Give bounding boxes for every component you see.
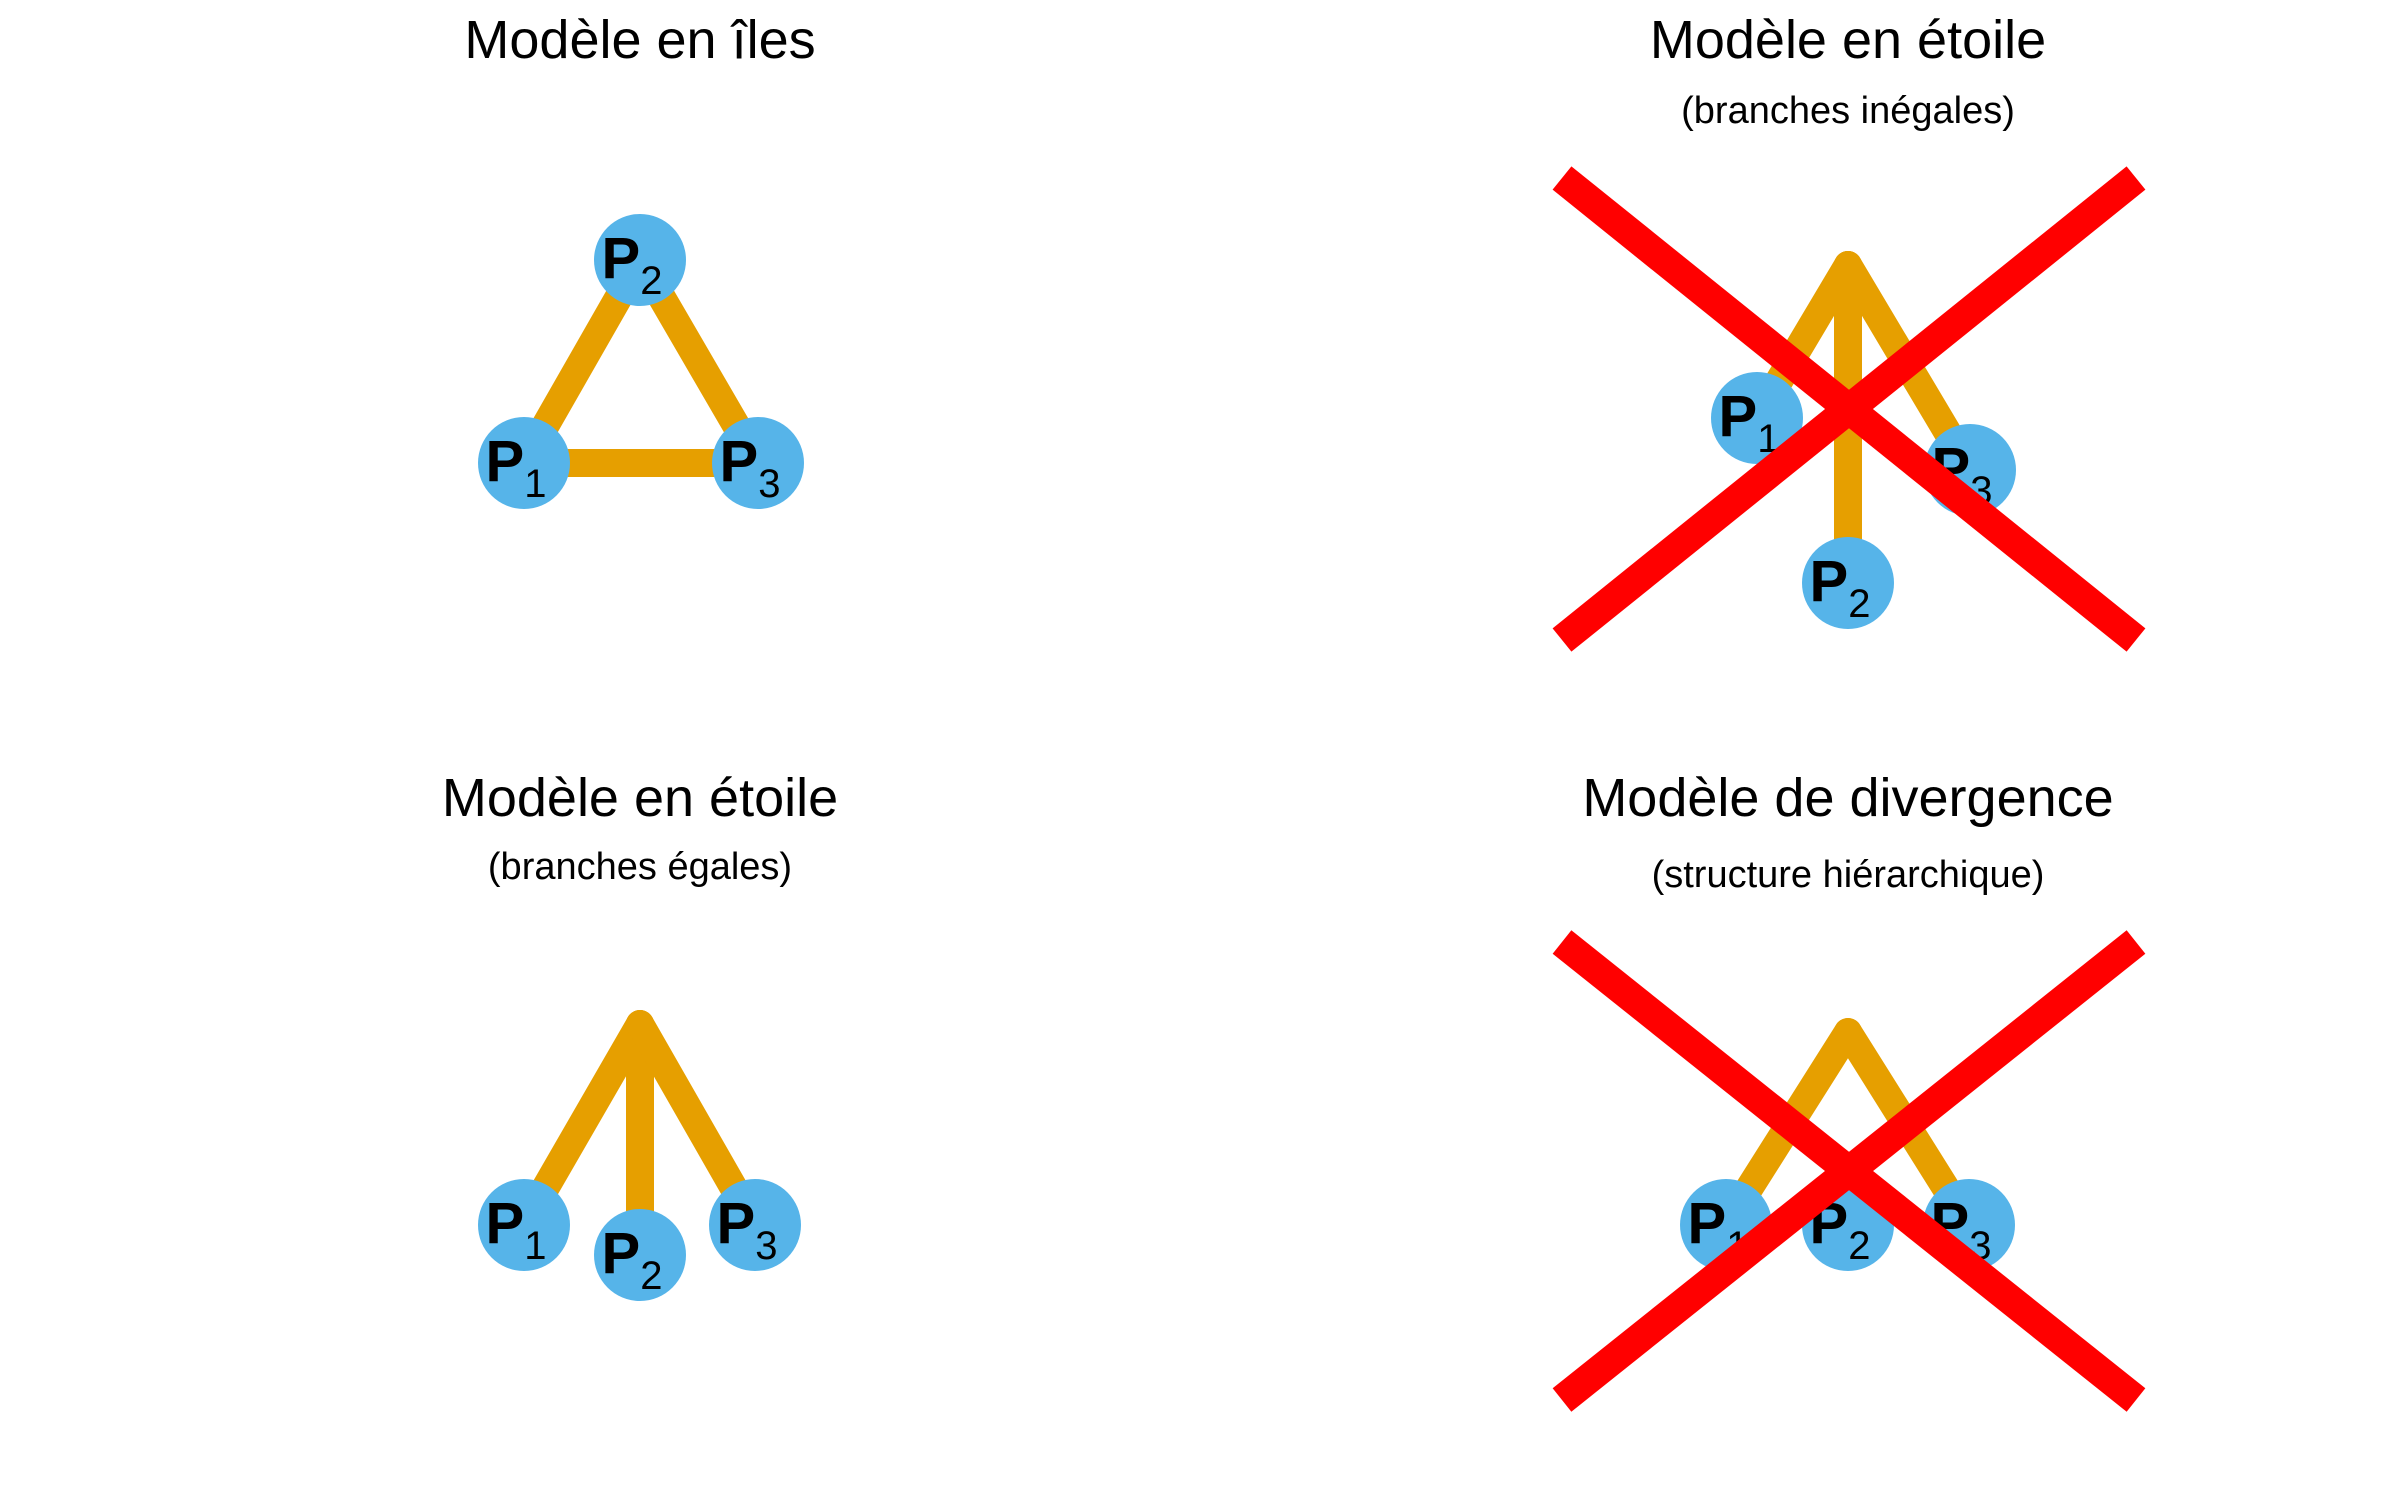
- node-circle: [1802, 537, 1894, 629]
- node-circle: [478, 417, 570, 509]
- node-label-main: P: [1719, 384, 1758, 449]
- panel-title: Modèle en îles: [464, 10, 815, 70]
- node-label-main: P: [602, 226, 641, 291]
- node-circle: [478, 1179, 570, 1271]
- node-label-main: P: [720, 429, 759, 494]
- population-node: P1: [478, 417, 570, 509]
- node-label-main: P: [717, 1191, 756, 1256]
- panel-subtitle: (branches égales): [488, 846, 792, 888]
- node-label: P2: [1810, 549, 1871, 626]
- panel-title: Modèle de divergence: [1582, 768, 2113, 828]
- node-label-subscript: 1: [524, 462, 546, 506]
- node-circle: [594, 214, 686, 306]
- panel-subtitle: (branches inégales): [1681, 90, 2015, 132]
- node-label-subscript: 2: [1848, 1224, 1870, 1268]
- cross-stroke: [1552, 166, 2146, 652]
- node-label-subscript: 1: [1757, 417, 1779, 461]
- node-label: P2: [602, 226, 663, 303]
- node-label: P1: [486, 429, 547, 506]
- node-label-main: P: [1810, 549, 1849, 614]
- node-label: P1: [1719, 384, 1780, 461]
- node-label-subscript: 2: [640, 259, 662, 303]
- population-node: P2: [594, 214, 686, 306]
- panel-subtitle: (structure hiérarchique): [1652, 854, 2045, 896]
- node-circle: [1711, 372, 1803, 464]
- population-node: P2: [594, 1209, 686, 1301]
- cross-stroke: [1552, 930, 2146, 1412]
- node-circle: [712, 417, 804, 509]
- node-label: P3: [717, 1191, 778, 1268]
- node-label: P2: [602, 1221, 663, 1298]
- node-label-subscript: 3: [758, 462, 780, 506]
- population-node: P1: [1680, 1179, 1772, 1271]
- node-label-subscript: 2: [640, 1254, 662, 1298]
- population-node: P1: [1711, 372, 1803, 464]
- node-label-main: P: [1688, 1191, 1727, 1256]
- panel-divergence: Modèle de divergence (structure hiérarchi…: [1552, 768, 2146, 1412]
- population-node: P3: [709, 1179, 801, 1271]
- node-label-subscript: 1: [524, 1224, 546, 1268]
- population-node: P3: [712, 417, 804, 509]
- panel-title: Modèle en étoile: [1650, 10, 2046, 70]
- population-node: P2: [1802, 537, 1894, 629]
- node-label: P1: [486, 1191, 547, 1268]
- rejected-cross-mark: [1552, 166, 2146, 652]
- node-label-subscript: 2: [1848, 582, 1870, 626]
- rejected-cross-mark: [1552, 930, 2146, 1412]
- node-label-main: P: [602, 1221, 641, 1286]
- population-node: P1: [478, 1179, 570, 1271]
- node-circle: [594, 1209, 686, 1301]
- node-label-main: P: [486, 1191, 525, 1256]
- node-label: P3: [720, 429, 781, 506]
- node-label-main: P: [486, 429, 525, 494]
- node-circle: [709, 1179, 801, 1271]
- node-label-subscript: 3: [755, 1224, 777, 1268]
- panel-title: Modèle en étoile: [442, 768, 838, 828]
